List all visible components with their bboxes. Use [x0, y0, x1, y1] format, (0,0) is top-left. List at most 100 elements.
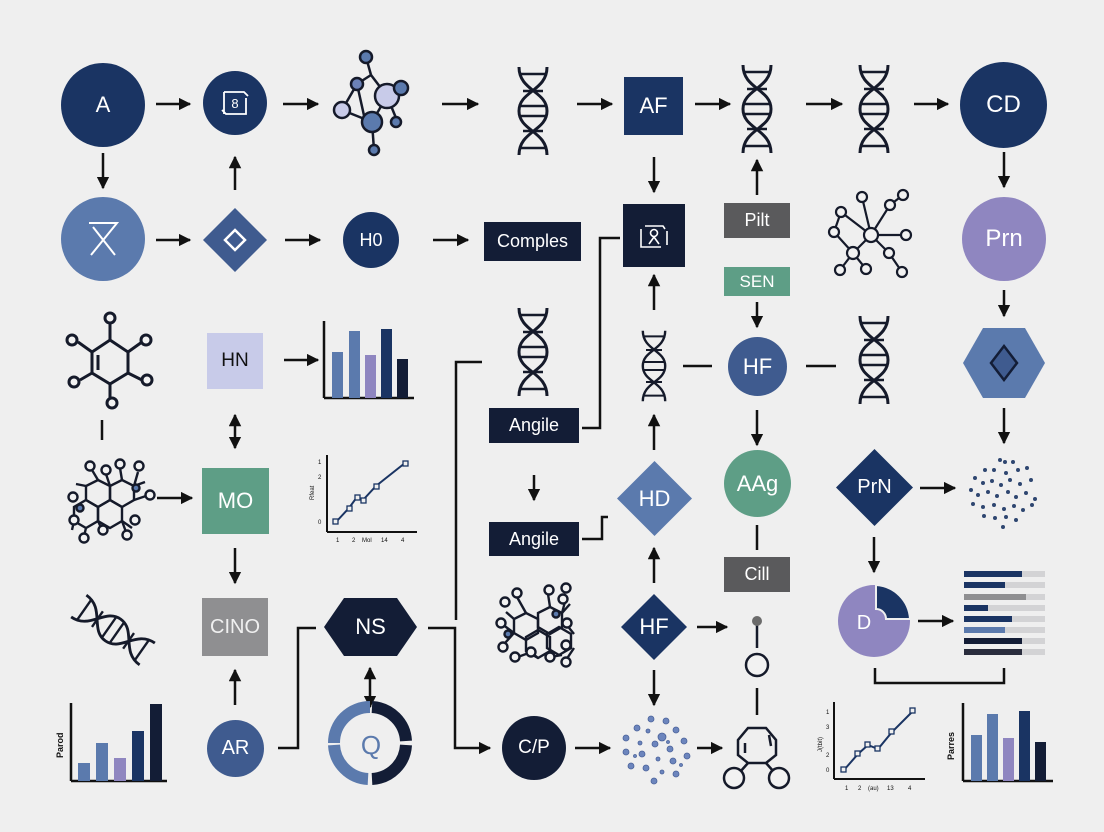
dna-icon	[517, 65, 549, 157]
node-sen[interactable]: SEN	[724, 267, 790, 296]
molecule-network-icon	[332, 49, 410, 157]
fused-ring-molecule-icon	[495, 582, 575, 668]
svg-text:1: 1	[826, 710, 830, 716]
svg-text:J(tbit): J(tbit)	[818, 737, 824, 752]
node-refresh-icon[interactable]: 8	[203, 71, 267, 135]
svg-text:4: 4	[908, 786, 912, 792]
hexagon-diamond-icon	[963, 328, 1045, 398]
node-sen-label: SEN	[739, 271, 775, 291]
svg-text:2: 2	[826, 753, 830, 759]
node-hd[interactable]: HD	[617, 461, 692, 536]
node-cd[interactable]: CD	[960, 62, 1047, 148]
svg-text:1: 1	[318, 460, 322, 466]
pie-label: D	[856, 611, 872, 634]
node-diamond-small[interactable]	[203, 208, 267, 272]
svg-text:1: 1	[845, 786, 849, 792]
lollipop-node-icon	[744, 616, 770, 678]
diamond-icon	[203, 208, 267, 272]
diamond-shape	[621, 594, 687, 660]
diamond-shape	[617, 461, 692, 536]
node-hf-circle[interactable]: HF	[728, 337, 787, 396]
node-cill-label: Cill	[744, 564, 770, 584]
dna-icon	[858, 63, 890, 155]
node-angile-1[interactable]: Angile	[489, 408, 579, 443]
fused-ring-molecule-icon	[67, 458, 156, 544]
node-a[interactable]: A	[61, 63, 145, 147]
particle-cluster-icon	[622, 715, 691, 785]
svg-text:14: 14	[381, 538, 388, 544]
node-person-box[interactable]	[623, 204, 685, 267]
node-q[interactable]: Q	[352, 726, 390, 764]
svg-text:Parres: Parres	[946, 732, 956, 760]
dna-icon	[641, 329, 667, 403]
dna-icon	[741, 63, 773, 155]
svg-text:0: 0	[826, 768, 830, 774]
svg-text:8: 8	[231, 96, 238, 111]
refresh-frame-icon: 8	[221, 91, 249, 115]
node-d-pie-label[interactable]: D	[846, 608, 882, 638]
dna-icon	[517, 306, 549, 398]
user-frame-icon	[640, 224, 668, 248]
node-angile-1-label: Angile	[508, 415, 560, 435]
node-a-label: A	[95, 92, 111, 117]
hourglass-icon	[89, 222, 120, 256]
ring-molecule-icon	[722, 726, 791, 790]
node-h0[interactable]: H0	[343, 212, 399, 268]
node-aag[interactable]: AAg	[724, 450, 791, 517]
bar-chart-icon	[322, 321, 414, 400]
node-cino[interactable]: CINO	[202, 598, 268, 656]
bar-chart-icon: Parod	[55, 703, 167, 783]
node-mo[interactable]: MO	[202, 468, 269, 534]
node-h0-label: H0	[359, 229, 383, 250]
svg-text:13: 13	[887, 786, 894, 792]
node-angile-2-label: Angile	[508, 528, 560, 549]
svg-text:0: 0	[318, 520, 322, 526]
node-ar[interactable]: AR	[207, 720, 264, 777]
star-network-icon	[827, 188, 913, 279]
diamond-shape	[836, 449, 913, 526]
node-cd-label: CD	[986, 91, 1021, 118]
node-ns[interactable]: NS	[324, 598, 417, 656]
dna-icon	[69, 593, 157, 667]
node-aag-label: AAg	[736, 470, 779, 496]
node-cill[interactable]: Cill	[724, 557, 790, 592]
dna-icon	[858, 314, 890, 406]
node-hn-label: HN	[221, 350, 249, 371]
node-complexes[interactable]: Comples	[484, 222, 581, 261]
node-hexagon-diamond[interactable]	[963, 328, 1045, 398]
svg-text:(au): (au)	[868, 786, 879, 792]
svg-text:4: 4	[401, 538, 405, 544]
node-cino-label: CINO	[210, 615, 260, 638]
node-af[interactable]: AF	[624, 77, 683, 135]
bar-chart-icon: Parres	[946, 703, 1053, 783]
node-ar-label: AR	[221, 737, 250, 759]
node-hf-circle-label: HF	[742, 353, 773, 379]
node-hn[interactable]: HN	[207, 333, 263, 389]
svg-text:3: 3	[826, 725, 830, 731]
node-cp[interactable]: C/P	[502, 716, 566, 780]
node-hf-diamond[interactable]: HF	[621, 594, 687, 660]
svg-text:Rfeat: Rfeat	[310, 485, 316, 500]
benzene-molecule-icon	[65, 311, 154, 410]
svg-text:2: 2	[318, 475, 322, 481]
horizontal-bar-chart-icon	[964, 571, 1045, 655]
node-prn-label: Prn	[985, 225, 1023, 252]
pie-chart-icon	[838, 583, 912, 657]
node-hourglass[interactable]	[61, 197, 145, 281]
node-angile-2[interactable]: Angile	[489, 522, 579, 556]
node-cp-label: C/P	[518, 737, 550, 758]
node-mo-label: MO	[217, 488, 254, 513]
svg-text:Parod: Parod	[55, 732, 65, 758]
svg-text:Mol: Mol	[362, 538, 372, 544]
node-pilt-label: Pilt	[744, 210, 770, 230]
node-prn[interactable]: Prn	[962, 197, 1046, 281]
node-complexes-label: Comples	[496, 231, 569, 251]
svg-text:2: 2	[858, 786, 862, 792]
node-q-label: Q	[360, 729, 382, 760]
node-pilt[interactable]: Pilt	[724, 203, 790, 238]
node-prn-diamond[interactable]: PrN	[836, 449, 913, 526]
svg-text:1: 1	[336, 538, 340, 544]
svg-text:2: 2	[352, 538, 356, 544]
